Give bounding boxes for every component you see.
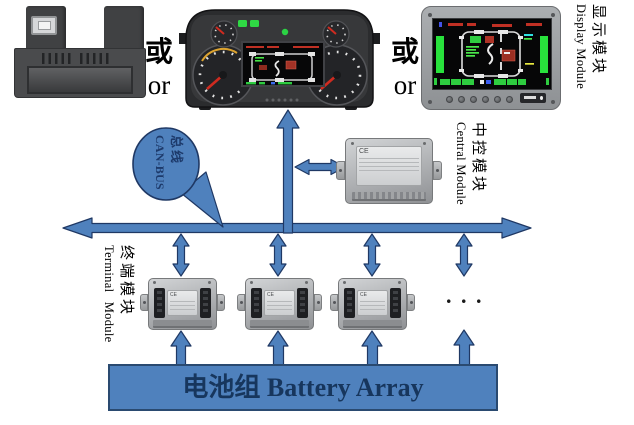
ellipsis-more-modules: . . . — [446, 283, 484, 308]
bus-terminal-arrow-1 — [172, 233, 190, 277]
device-screen — [27, 66, 133, 94]
monitor-button — [494, 96, 501, 103]
or-separator-1: 或 or — [138, 34, 180, 100]
battery-array-box: 电池组 Battery Array — [108, 364, 498, 411]
central-label-en: Central Module — [454, 122, 468, 206]
canbus-label-en: CAN-BUS — [153, 135, 167, 190]
ce-mark: CE — [267, 292, 274, 298]
screw-icon — [305, 281, 308, 284]
screw-icon — [250, 281, 253, 284]
bus-terminal-arrow-3 — [363, 233, 381, 277]
screw-icon — [398, 281, 401, 284]
screw-icon — [428, 13, 432, 17]
screw-icon — [351, 142, 354, 145]
monitor-button — [446, 96, 453, 103]
screw-icon — [551, 13, 555, 17]
central-module-image: CE — [336, 138, 442, 204]
module-label-plate: CE — [167, 290, 198, 316]
terminal-label-zh: 终端模块 — [118, 245, 134, 318]
mounting-ear — [140, 294, 148, 311]
cluster-bus-arrow — [276, 109, 300, 234]
vent-grille-icon — [80, 53, 112, 64]
ce-mark: CE — [360, 292, 367, 298]
canbus-label-zh: 总线 — [169, 135, 184, 166]
central-module-label: 中控模块 Central Module — [452, 122, 486, 205]
terminal-label-en: Terminal Module — [102, 245, 116, 343]
device-bracket-right — [104, 6, 144, 54]
canbus-balloon-label: 总线 CAN-BUS — [152, 135, 184, 190]
bus-terminal-arrow-4 — [455, 233, 473, 277]
terminal-module-label: 终端模块 Terminal Module — [100, 245, 134, 342]
module-label-plate: CE — [356, 146, 422, 186]
connector-block — [390, 288, 401, 318]
monitor-button — [506, 96, 513, 103]
battery-terminal-arrow-4 — [453, 329, 475, 367]
monitor-button — [482, 96, 489, 103]
module-base — [250, 320, 309, 328]
terminal-module-image-3: CE — [330, 278, 415, 330]
screw-icon — [423, 142, 426, 145]
or-separator-2: 或 or — [384, 34, 426, 100]
module-base — [343, 320, 402, 328]
mounting-ear — [433, 161, 442, 180]
display-label-en: Display Module — [574, 4, 588, 90]
mounting-ear — [217, 294, 225, 311]
terminal-module-image-2: CE — [237, 278, 322, 330]
screw-icon — [551, 100, 555, 104]
canbus-balloon-tail — [180, 171, 224, 228]
connector-block — [200, 288, 211, 318]
battery-terminal-arrow-1 — [170, 330, 192, 367]
mounting-ear — [336, 161, 345, 180]
battery-terminal-arrow-3 — [361, 330, 383, 367]
usb-port-icon — [31, 16, 57, 35]
module-label-plate: CE — [264, 290, 295, 316]
bus-arrow — [62, 217, 532, 239]
monitor-button — [458, 96, 465, 103]
or-zh: 或 — [390, 37, 419, 68]
mounting-ear — [237, 294, 245, 311]
screw-icon — [428, 100, 432, 104]
module-base — [352, 192, 426, 201]
mounting-ear — [314, 294, 322, 311]
vent-grille-icon — [42, 53, 74, 64]
display-module-image — [421, 6, 561, 110]
instrument-cluster-image — [179, 9, 380, 110]
display-module-label: 显示模块 Display Module — [572, 4, 606, 89]
battery-terminal-arrow-2 — [267, 330, 289, 367]
ce-mark: CE — [359, 148, 369, 155]
connector-block — [251, 288, 262, 318]
module-base — [153, 320, 212, 328]
connector-block — [344, 288, 355, 318]
monitor-connector — [520, 93, 546, 103]
connector-block — [154, 288, 165, 318]
bus-terminal-arrow-2 — [269, 233, 287, 277]
or-en: or — [393, 70, 417, 100]
connector-block — [297, 288, 308, 318]
display-module-screen — [432, 18, 552, 90]
screw-icon — [343, 281, 346, 284]
screw-icon — [153, 281, 156, 284]
onboard-display-image — [14, 6, 146, 98]
screw-icon — [208, 281, 211, 284]
mounting-ear — [330, 294, 338, 311]
module-label-plate: CE — [357, 290, 388, 316]
or-zh: 或 — [144, 37, 173, 68]
mounting-ear — [407, 294, 415, 311]
central-label-zh: 中控模块 — [470, 122, 486, 195]
terminal-module-image-1: CE — [140, 278, 225, 330]
ce-mark: CE — [170, 292, 177, 298]
or-en: or — [147, 70, 171, 100]
monitor-button — [470, 96, 477, 103]
display-label-zh: 显示模块 — [590, 4, 606, 77]
